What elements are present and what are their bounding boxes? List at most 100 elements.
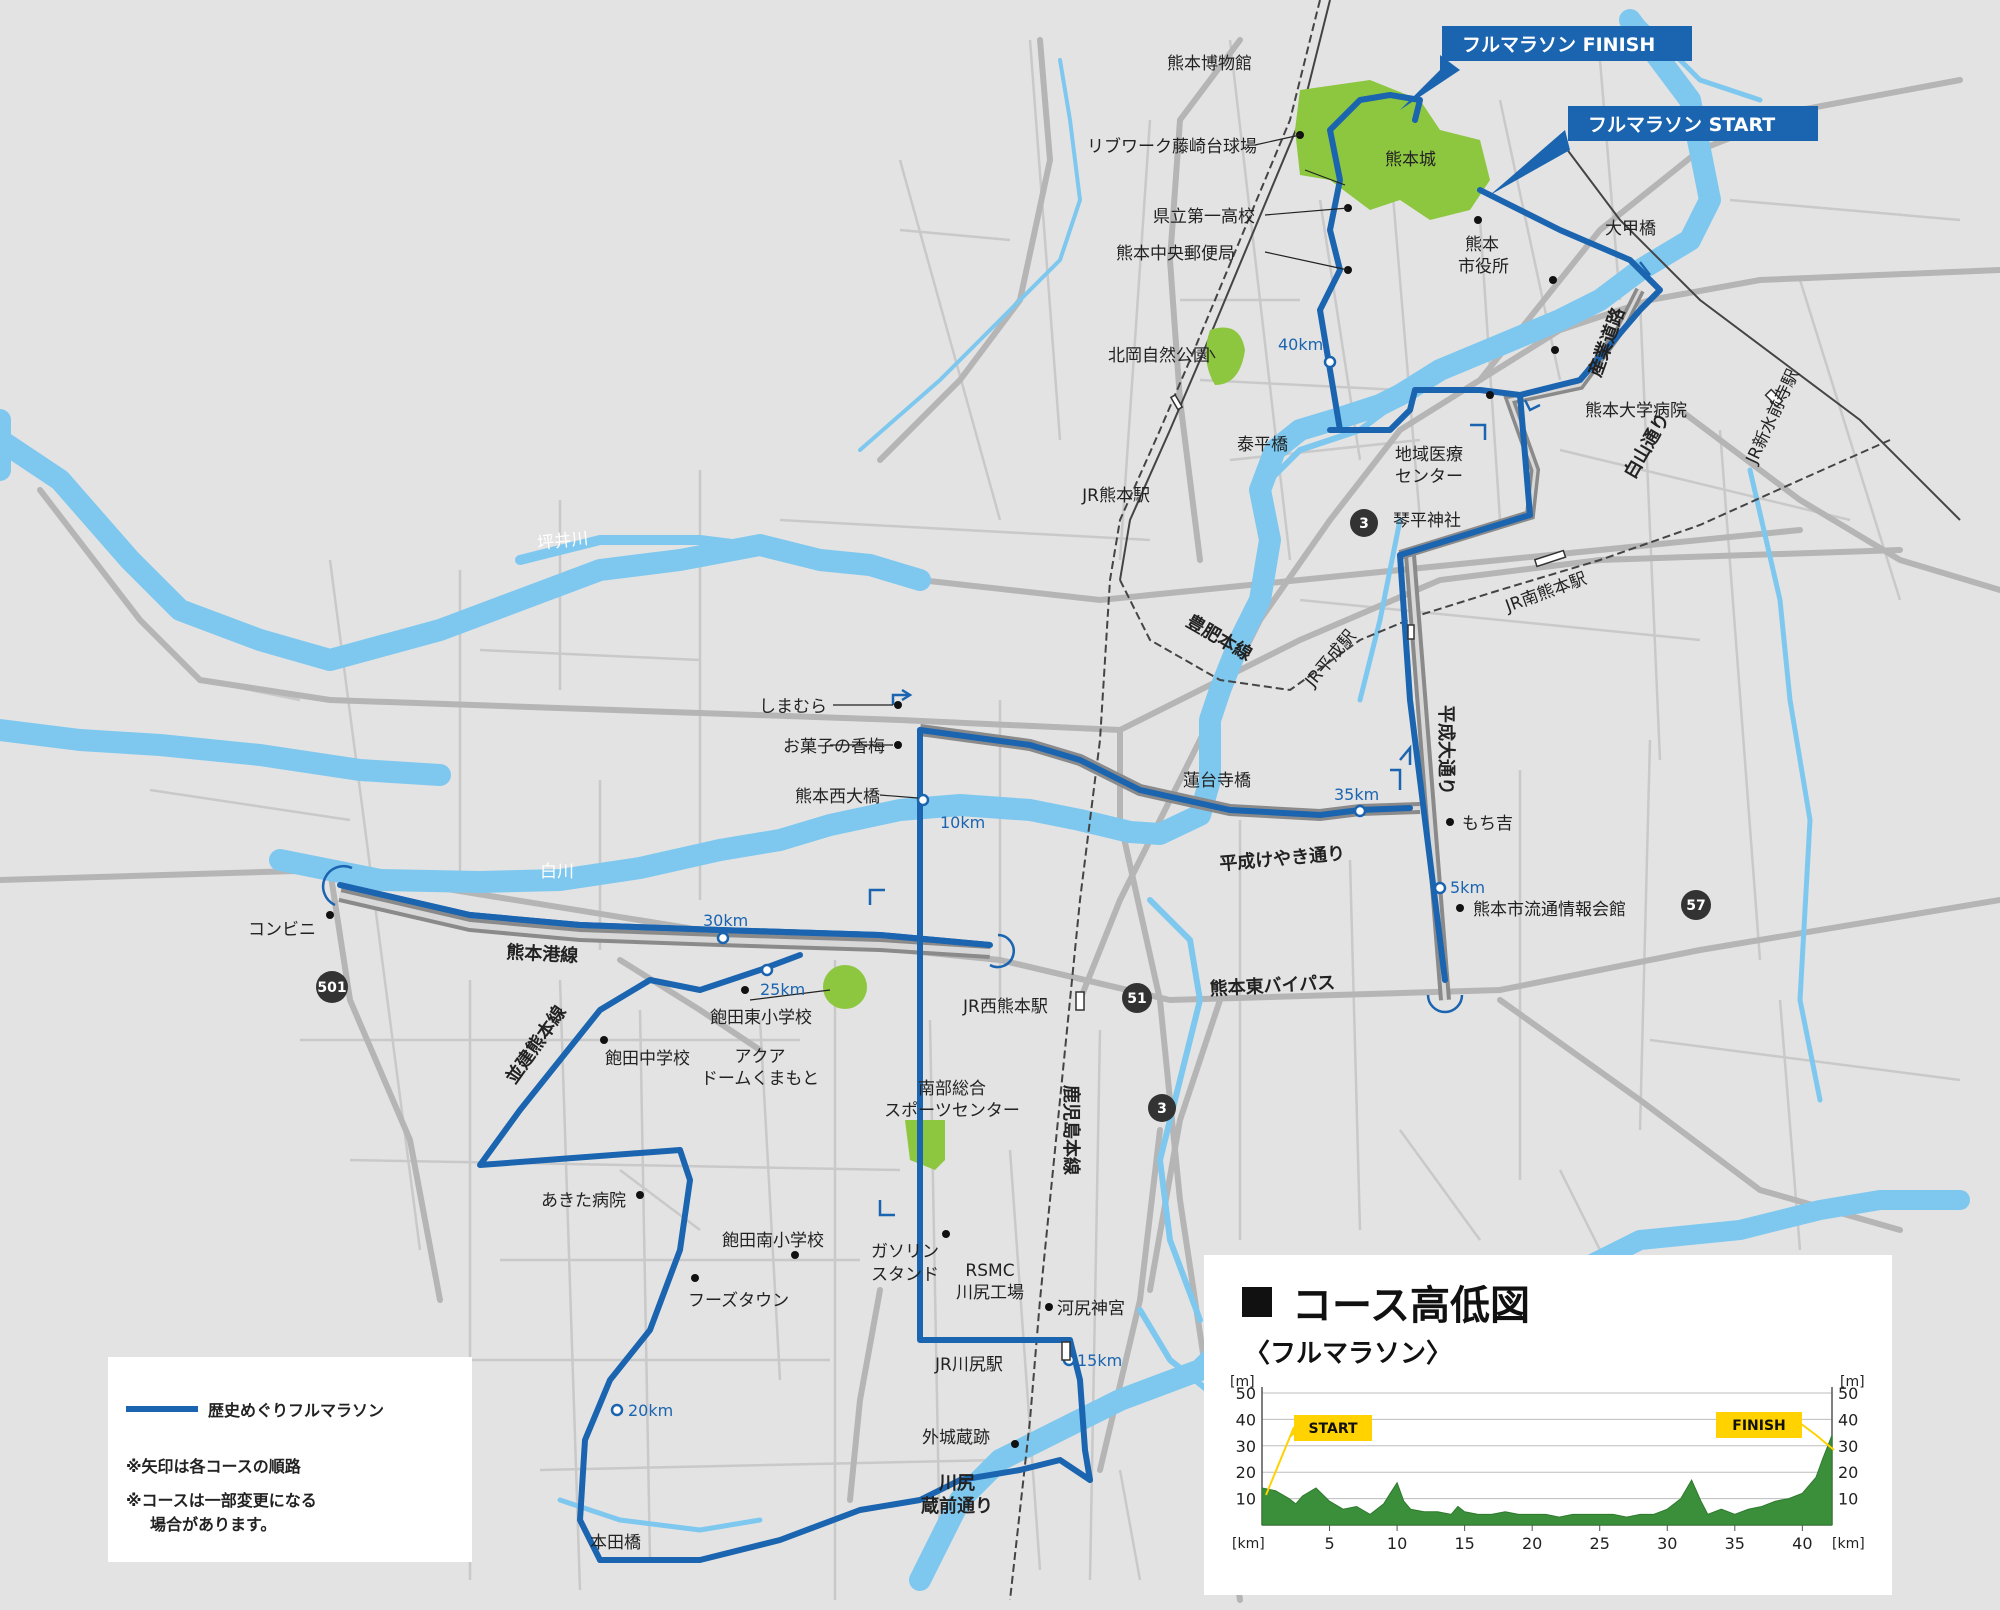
label-chiiki-1: 地域医療 xyxy=(1395,445,1463,465)
route-501-shield: 501 xyxy=(316,971,348,1003)
svg-text:51: 51 xyxy=(1127,991,1146,1007)
label-konbini: コンビニ xyxy=(248,920,316,940)
route-shields: 3 3 51 57 501 xyxy=(316,509,1711,1122)
label-foods: フーズタウン xyxy=(688,1291,789,1311)
route-3-shield-south: 3 xyxy=(1148,1094,1176,1122)
elevation-ytick-left: 30 xyxy=(1236,1437,1256,1456)
elevation-ytick-right: 40 xyxy=(1838,1410,1858,1429)
label-rsmc-2: 川尻工場 xyxy=(956,1283,1024,1303)
elevation-ytick-left: 40 xyxy=(1236,1410,1256,1429)
label-akitahosp: あきた病院 xyxy=(541,1191,626,1211)
km-dots xyxy=(610,355,1447,1417)
label-nishiohashi: 熊本西大橋 xyxy=(795,787,880,807)
svg-text:57: 57 xyxy=(1686,898,1705,914)
label-km10: 10km xyxy=(940,813,985,832)
elevation-xtick-label: 15 xyxy=(1454,1534,1474,1553)
elevation-xtick-label: 35 xyxy=(1725,1534,1745,1553)
elevation-title: コース高低図 xyxy=(1242,1273,1530,1331)
label-km20: 20km xyxy=(628,1401,673,1420)
finish-tag: FINISH xyxy=(1716,1412,1835,1451)
label-nanbu-2: スポーツセンター xyxy=(884,1101,1020,1121)
label-mochikichi: もち吉 xyxy=(1462,814,1513,834)
svg-text:3: 3 xyxy=(1157,1101,1167,1117)
km5-dot xyxy=(1433,881,1447,895)
elevation-ytick-right: 50 xyxy=(1838,1384,1858,1403)
km30-dot xyxy=(716,931,730,945)
label-ryutsu: 熊本市流通情報会館 xyxy=(1473,900,1626,920)
elevation-ytick-left: 50 xyxy=(1236,1384,1256,1403)
label-road-kurazen-2: 蔵前通り xyxy=(921,1495,993,1517)
svg-text:3: 3 xyxy=(1359,516,1369,532)
elevation-ytick-right: 30 xyxy=(1838,1437,1858,1456)
label-km25: 25km xyxy=(760,980,805,999)
label-km30: 30km xyxy=(703,911,748,930)
label-st-minamikumamoto: JR南熊本駅 xyxy=(1502,569,1589,617)
label-road-kurazen-1: 川尻 xyxy=(938,1473,975,1494)
label-kobai: お菓子の香梅 xyxy=(783,737,885,757)
label-river-tsuboi: 坪井川 xyxy=(536,529,589,554)
legend-note-change: ※コースは一部変更になる 場合があります。 xyxy=(126,1489,452,1537)
label-akitaminami: 飽田南小学校 xyxy=(722,1231,824,1251)
route-3-shield-north: 3 xyxy=(1350,509,1378,537)
label-road-namiki: 並建熊本線 xyxy=(501,1002,571,1088)
kitaoka-park xyxy=(1206,327,1245,385)
elevation-unit-m-right: [m] xyxy=(1840,1374,1865,1390)
label-st-suizenji: JR新水前寺駅 xyxy=(1742,366,1804,468)
label-ohkou: 大甲橋 xyxy=(1605,219,1656,239)
label-museum: 熊本博物館 xyxy=(1167,54,1252,74)
label-aqua-2: ドームくまもと xyxy=(701,1069,819,1089)
label-st-nishikumamoto: JR西熊本駅 xyxy=(962,997,1048,1017)
label-gas-1: ガソリン xyxy=(871,1242,939,1262)
start-tag-text: START xyxy=(1308,1421,1358,1437)
elevation-title-text: コース高低図 xyxy=(1292,1283,1530,1329)
start-callout: フルマラソン START xyxy=(1490,106,1818,195)
label-aqua-1: アクア xyxy=(735,1047,786,1067)
label-rsmc-1: RSMC xyxy=(965,1261,1014,1281)
elevation-xtick-label: 30 xyxy=(1657,1534,1677,1553)
label-km15: 15km xyxy=(1077,1351,1122,1370)
label-km40: 40km xyxy=(1278,335,1323,354)
label-nanbu-1: 南部総合 xyxy=(918,1079,986,1099)
station-marks xyxy=(1061,388,1784,1361)
label-road-kowan: 熊本港線 xyxy=(506,941,579,967)
label-road-kagoshima: 鹿児島本線 xyxy=(1060,1085,1082,1175)
legend-note-arrow: ※矢印は各コースの順路 xyxy=(126,1457,301,1476)
elevation-unit-km-left: [km] xyxy=(1232,1536,1265,1552)
elevation-subtitle: 〈フルマラソン〉 xyxy=(1244,1339,1453,1369)
elevation-xtick-label: 5 xyxy=(1324,1534,1334,1553)
elevation-ytick-left: 20 xyxy=(1236,1463,1256,1482)
label-castle: 熊本城 xyxy=(1385,150,1436,170)
label-univ: 熊本大学病院 xyxy=(1585,401,1687,421)
label-cityhall-2: 市役所 xyxy=(1458,257,1509,277)
km25-dot xyxy=(760,963,774,977)
label-gas-2: スタンド xyxy=(871,1265,939,1285)
label-river-shira: 白川 xyxy=(540,862,574,882)
elevation-xtick-label: 10 xyxy=(1387,1534,1407,1553)
legend-route-line xyxy=(126,1406,198,1412)
km35-dot xyxy=(1353,804,1367,818)
elevation-ytick-right: 20 xyxy=(1838,1463,1858,1482)
label-road-keyaki: 平成けやき通り xyxy=(1219,842,1346,875)
legend-route-row: 歴史めぐりフルマラソン xyxy=(126,1397,452,1421)
label-taihei: 泰平橋 xyxy=(1237,435,1288,455)
svg-text:フルマラソン FINISH: フルマラソン FINISH xyxy=(1462,34,1655,56)
km10-dot xyxy=(916,793,930,807)
km40-dot xyxy=(1323,355,1337,369)
legend-note-change-2: 場合があります。 xyxy=(150,1515,277,1534)
label-st-kawashiri: JR川尻駅 xyxy=(934,1355,1003,1375)
landmark-dots xyxy=(326,131,1559,1448)
finish-tag-text: FINISH xyxy=(1732,1418,1786,1434)
label-akitahigashi: 飽田東小学校 xyxy=(710,1008,812,1028)
elevation-grid xyxy=(1261,1387,1833,1526)
route-casing xyxy=(339,882,991,948)
elevation-xtick-label: 40 xyxy=(1792,1534,1812,1553)
label-chiiki-2: センター xyxy=(1395,467,1463,487)
label-rendaiji: 蓮台寺橋 xyxy=(1183,771,1251,791)
finish-callout: フルマラソン FINISH xyxy=(1400,26,1692,110)
uturn-markers xyxy=(321,261,1651,1217)
